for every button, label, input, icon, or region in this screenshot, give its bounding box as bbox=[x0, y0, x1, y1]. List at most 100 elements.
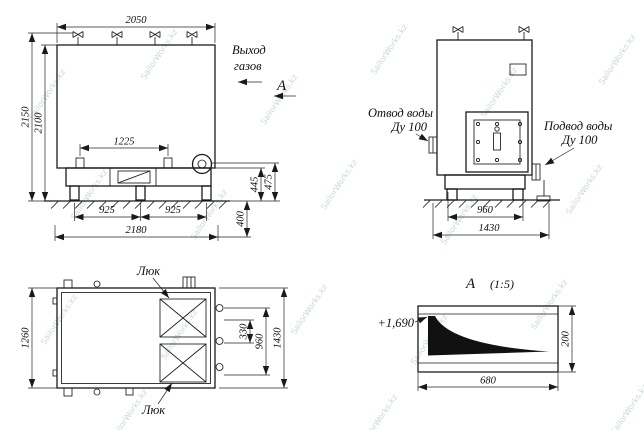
bolt-icon bbox=[517, 121, 523, 127]
dim-base-inner: 960 bbox=[477, 205, 494, 216]
leader-arrow-icon bbox=[415, 133, 429, 142]
dim-offset: 330 bbox=[239, 323, 250, 341]
bolt-icon bbox=[494, 157, 500, 163]
bolt-icon bbox=[475, 121, 481, 127]
side-nozzle bbox=[215, 304, 224, 312]
gas-outlet-label-line2: газов bbox=[234, 59, 262, 73]
fitting bbox=[93, 280, 101, 288]
plan-outline bbox=[56, 287, 216, 389]
valve-icon bbox=[518, 26, 530, 40]
plan-inner-outline bbox=[61, 292, 211, 384]
fitting bbox=[93, 388, 101, 396]
ground-hatch bbox=[50, 201, 227, 209]
valve-icon bbox=[72, 31, 84, 45]
dim-height: 200 bbox=[561, 330, 572, 347]
door-knob bbox=[494, 126, 500, 132]
section-a-view: А (1:5) +1,690 200 680 bbox=[377, 276, 576, 391]
ground-hatch bbox=[422, 200, 551, 208]
bolt-icon bbox=[494, 121, 500, 127]
side-view: Отвод воды Ду 100 Подвод воды Ду 100 960… bbox=[368, 26, 613, 239]
fitting bbox=[52, 297, 58, 305]
dim-depth-total: 1430 bbox=[479, 223, 501, 234]
burner-circle bbox=[191, 153, 213, 175]
hatch-top bbox=[159, 298, 207, 338]
leg bbox=[201, 185, 212, 201]
side-nozzle bbox=[215, 337, 224, 345]
base-frame-side bbox=[444, 174, 526, 190]
water-outlet-dn: Ду 100 bbox=[391, 120, 428, 134]
boiler-body-side bbox=[436, 39, 533, 176]
top-view: Люк Люк 1260 330 960 1430 bbox=[21, 264, 288, 417]
section-letter: А bbox=[276, 78, 287, 94]
gas-outlet-label-line1: Выход bbox=[232, 43, 266, 57]
leader-arrow-icon bbox=[414, 316, 428, 324]
dim-width: 1260 bbox=[21, 327, 32, 349]
valve-icon bbox=[149, 31, 161, 45]
burner-hub bbox=[197, 159, 207, 169]
furnace-door bbox=[465, 111, 529, 173]
extension-line bbox=[212, 162, 280, 238]
extension-line bbox=[224, 307, 270, 376]
valve-icon bbox=[452, 26, 464, 40]
drain-fitting bbox=[75, 157, 85, 169]
base-divider bbox=[109, 168, 157, 186]
leg bbox=[512, 188, 524, 201]
fitting bbox=[125, 387, 134, 396]
nameplate bbox=[509, 63, 527, 76]
bolt-icon bbox=[517, 157, 523, 163]
dim-foundation: 400 bbox=[236, 210, 247, 227]
leader-arrow-icon bbox=[157, 382, 173, 405]
leader-arrow-icon bbox=[152, 277, 170, 299]
dim-depth: 1430 bbox=[273, 327, 284, 349]
dim-base-total: 2180 bbox=[126, 225, 148, 236]
dim-bottom-span: 1225 bbox=[114, 137, 135, 148]
hatch-label-bottom: Люк bbox=[141, 403, 165, 417]
elevation-label: +1,690 bbox=[377, 316, 414, 330]
dim-frame-height-2: 475 bbox=[264, 174, 275, 190]
flange-line bbox=[186, 277, 192, 288]
leg bbox=[446, 188, 458, 201]
front-view: 2050 2150 2100 1225 925 925 2180 445 bbox=[21, 15, 296, 241]
water-outlet-label: Отвод воды bbox=[368, 106, 434, 120]
bolt-icon bbox=[517, 139, 523, 145]
section-title-letter: А bbox=[465, 276, 476, 292]
boiler-body-front bbox=[56, 44, 216, 169]
dim-inner: 960 bbox=[255, 333, 266, 350]
dim-base-right: 925 bbox=[165, 205, 181, 216]
fitting bbox=[63, 387, 73, 397]
bolt-icon bbox=[475, 139, 481, 145]
section-outline bbox=[417, 305, 559, 373]
valve-icon bbox=[186, 31, 198, 45]
fitting bbox=[63, 279, 73, 289]
dim-length: 680 bbox=[480, 376, 497, 387]
water-supply-label: Подвод воды bbox=[543, 119, 613, 133]
dim-frame-height-1: 445 bbox=[250, 177, 261, 193]
gas-outlet-flange bbox=[182, 276, 196, 289]
side-nozzle bbox=[215, 363, 224, 371]
leg bbox=[69, 185, 80, 201]
hatch-bottom bbox=[159, 343, 207, 383]
valve-icon bbox=[111, 31, 123, 45]
section-title-scale: (1:5) bbox=[490, 277, 514, 291]
weld-wedge-profile bbox=[428, 316, 549, 356]
base-panel bbox=[117, 170, 151, 184]
dim-width-top: 2050 bbox=[126, 15, 148, 26]
dim-height-body: 2100 bbox=[34, 112, 45, 134]
leader-arrow-icon bbox=[544, 147, 575, 166]
fitting bbox=[52, 369, 58, 377]
door-handle bbox=[493, 132, 501, 151]
base-panel-diagonal bbox=[117, 170, 151, 184]
leg bbox=[135, 185, 146, 201]
drain-fitting bbox=[163, 157, 173, 169]
water-supply-dn: Ду 100 bbox=[561, 133, 598, 147]
support-foot bbox=[536, 195, 551, 202]
hatch-cross-icon bbox=[159, 298, 207, 338]
extension-line bbox=[219, 287, 288, 389]
dim-base-left: 925 bbox=[99, 205, 115, 216]
bolt-icon bbox=[475, 157, 481, 163]
section-wall-line bbox=[418, 313, 558, 364]
dim-height-total: 2150 bbox=[21, 106, 32, 128]
hatch-label-top: Люк bbox=[136, 264, 160, 278]
